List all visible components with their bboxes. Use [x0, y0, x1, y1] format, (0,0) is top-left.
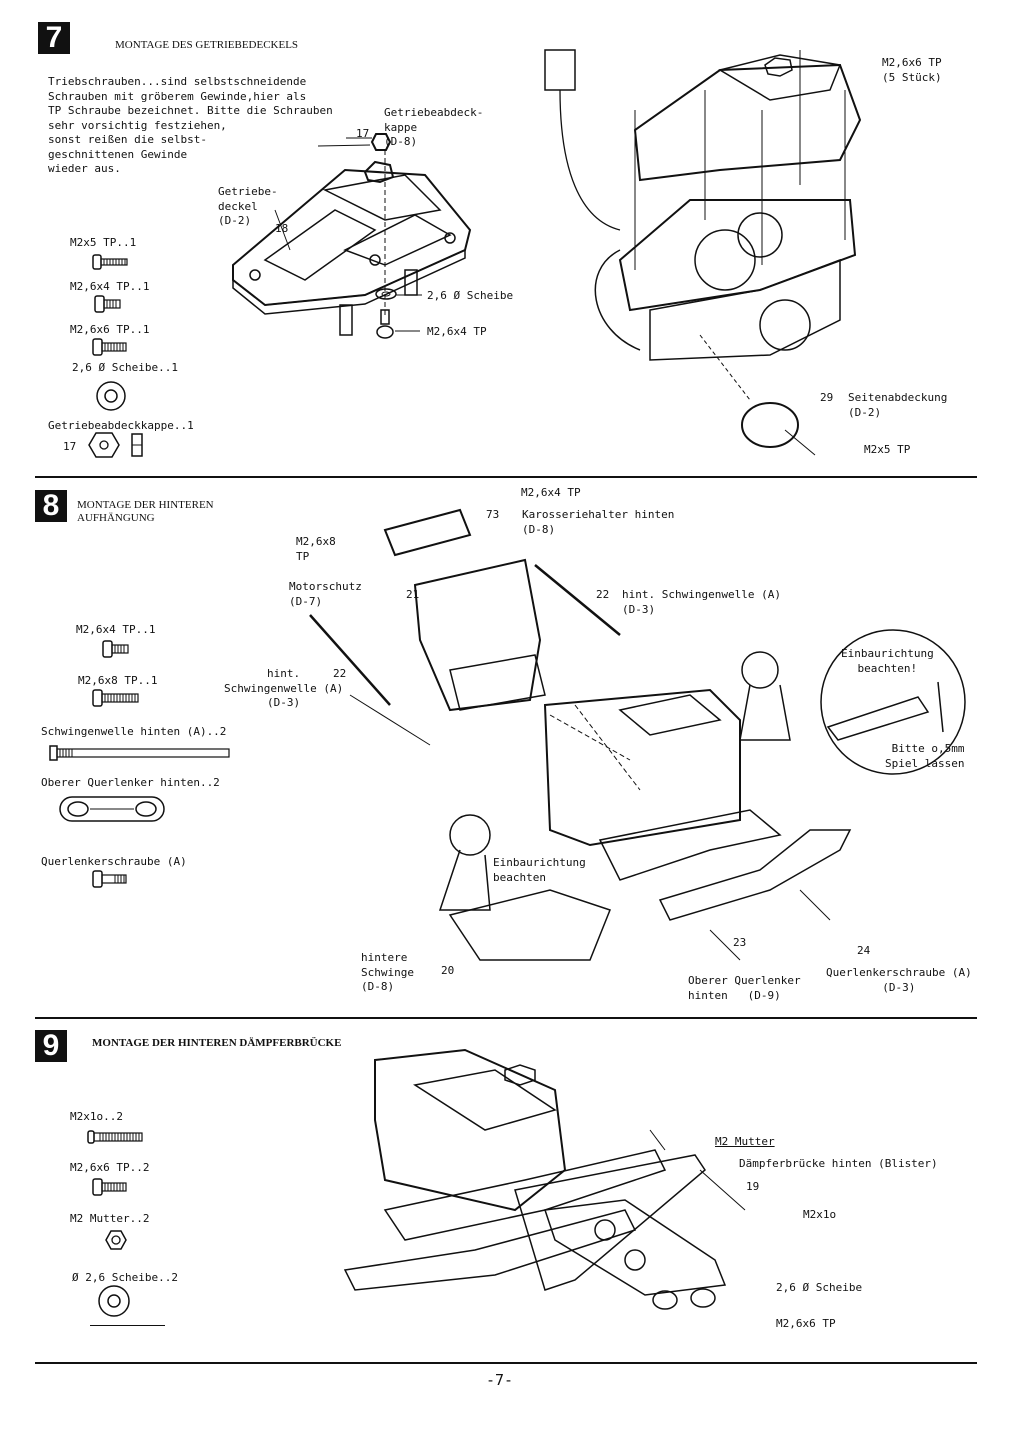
section-divider: [35, 476, 977, 478]
step-7-instructions: Triebschrauben...sind selbstschneidende …: [48, 75, 333, 175]
link-screw-icon: [92, 870, 127, 888]
label-cap-number: 17: [356, 127, 370, 140]
detail-bubble: [820, 629, 966, 775]
screw-m26x8-icon: [92, 689, 139, 707]
label-shaft-number-left: 22: [333, 667, 347, 680]
label-number-24: 24: [857, 944, 871, 957]
part-number: 17: [63, 440, 77, 453]
label-bridge-number: 19: [746, 1180, 760, 1193]
part-list-item: M2 Mutter..2: [70, 1212, 150, 1225]
step-8-number: 8: [35, 490, 67, 522]
label-shaft-right: hint. Schwingenwelle (A) (D-3): [622, 588, 781, 616]
gearbox-cover-illustration: [232, 150, 472, 336]
label-washer: 2,6 Ø Scheibe: [427, 289, 514, 302]
label-body-holder: Karosseriehalter hinten (D-8): [522, 508, 675, 536]
label-upper-arm: Oberer Querlenker hinten (D-9): [688, 974, 801, 1002]
part-list-item: M2,6x6 TP..1: [70, 323, 150, 336]
label-screw-left: M2,6x8 TP: [296, 535, 336, 563]
gearbox-assembly-illustration: [544, 49, 862, 456]
step-7-number: 7: [38, 22, 70, 54]
bolt-m2x10-icon: [87, 1130, 143, 1144]
part-list-item: M2,6x4 TP..1: [76, 623, 156, 636]
parts-underline: [90, 1325, 165, 1326]
label-gearbox-cover: Getriebe- deckel (D-2): [218, 185, 278, 227]
label-damper-bridge: Dämpferbrücke hinten (Blister): [739, 1157, 938, 1170]
label-bolt: M2x1o: [803, 1208, 837, 1221]
rear-suspension-illustration: [309, 508, 852, 961]
label-shaft-number-right: 22: [596, 588, 610, 601]
part-list-item: Oberer Querlenker hinten..2: [41, 776, 220, 789]
part-list-item: M2,6x4 TP..1: [70, 280, 150, 293]
label-number-23: 23: [733, 936, 747, 949]
label-side-number: 29: [820, 391, 834, 404]
label-arm-number: 20: [441, 964, 455, 977]
label-screw: M2,6x4 TP: [427, 325, 487, 338]
bottom-divider: [35, 1362, 977, 1364]
screw-m26x4-icon: [94, 295, 121, 313]
section-divider: [35, 1017, 977, 1019]
cap-17-icon: [370, 133, 392, 151]
part-list-item: Schwingenwelle hinten (A)..2: [41, 725, 227, 738]
upper-link-icon: [59, 796, 165, 822]
label-holder-number: 73: [486, 508, 500, 521]
step-8-title: MONTAGE DER HINTEREN AUFHÄNGUNG: [77, 499, 214, 524]
part-list-item: M2,6x8 TP..1: [78, 674, 158, 687]
label-motor-guard: Motorschutz (D-7): [289, 580, 362, 608]
label-play: Bitte o,5mm Spiel lassen: [885, 742, 965, 770]
step-9-title: MONTAGE DER HINTEREN DÄMPFERBRÜCKE: [92, 1037, 342, 1049]
step-7-title: MONTAGE DES GETRIEBEDECKELS: [115, 39, 299, 51]
label-rear-arm: hintere Schwinge (D-8): [361, 951, 414, 993]
step-9-number: 9: [35, 1030, 67, 1062]
label-side-cover: Seitenabdeckung (D-2): [848, 391, 948, 419]
label-washer: 2,6 Ø Scheibe: [776, 1281, 863, 1294]
screw-m26x6-icon: [92, 338, 127, 356]
gearbox-cap-icon: [88, 432, 143, 458]
nut-icon: [105, 1230, 127, 1250]
label-screws-5: M2,6x6 TP (5 Stück): [882, 56, 942, 84]
label-side-screw: M2x5 TP: [864, 443, 911, 456]
label-arm-screw: Querlenkerschraube (A) (D-3): [826, 966, 972, 994]
part-list-item: Getriebeabdeckkappe..1: [48, 419, 194, 432]
screw-m26x6-icon: [92, 1178, 127, 1196]
screw-m2x5-icon: [92, 254, 128, 270]
washer-small-icon: [375, 288, 397, 300]
part-list-item: M2,6x6 TP..2: [70, 1161, 150, 1174]
part-list-item: Ø 2,6 Scheibe..2: [72, 1271, 178, 1284]
page-number: -7-: [486, 1371, 514, 1389]
part-list-item: M2x5 TP..1: [70, 236, 137, 249]
screw-m26x4-icon: [102, 640, 129, 658]
label-bubble: Einbaurichtung beachten!: [841, 647, 934, 675]
label-shaft-left: hint. Schwingenwelle (A) (D-3): [224, 667, 344, 709]
part-list-item: M2x1o..2: [70, 1110, 123, 1123]
part-list-item: 2,6 Ø Scheibe..1: [72, 361, 178, 374]
label-nut: M2 Mutter: [715, 1135, 775, 1148]
label-cover-number: 18: [275, 222, 289, 235]
part-list-item: Querlenkerschraube (A): [41, 855, 187, 868]
damper-bridge-illustration: [343, 1048, 746, 1310]
label-guard-number: 21: [406, 588, 420, 601]
label-gearbox-cap: Getriebeabdeck- kappe (D-8): [384, 106, 484, 148]
screw-m26x4-drawing-icon: [376, 309, 394, 339]
label-screw: M2,6x6 TP: [776, 1317, 836, 1330]
swing-shaft-icon: [49, 745, 230, 761]
label-direction: Einbaurichtung beachten: [493, 856, 586, 884]
washer-icon: [96, 381, 126, 411]
washer-icon: [98, 1285, 130, 1317]
label-screw-top: M2,6x4 TP: [521, 486, 581, 499]
